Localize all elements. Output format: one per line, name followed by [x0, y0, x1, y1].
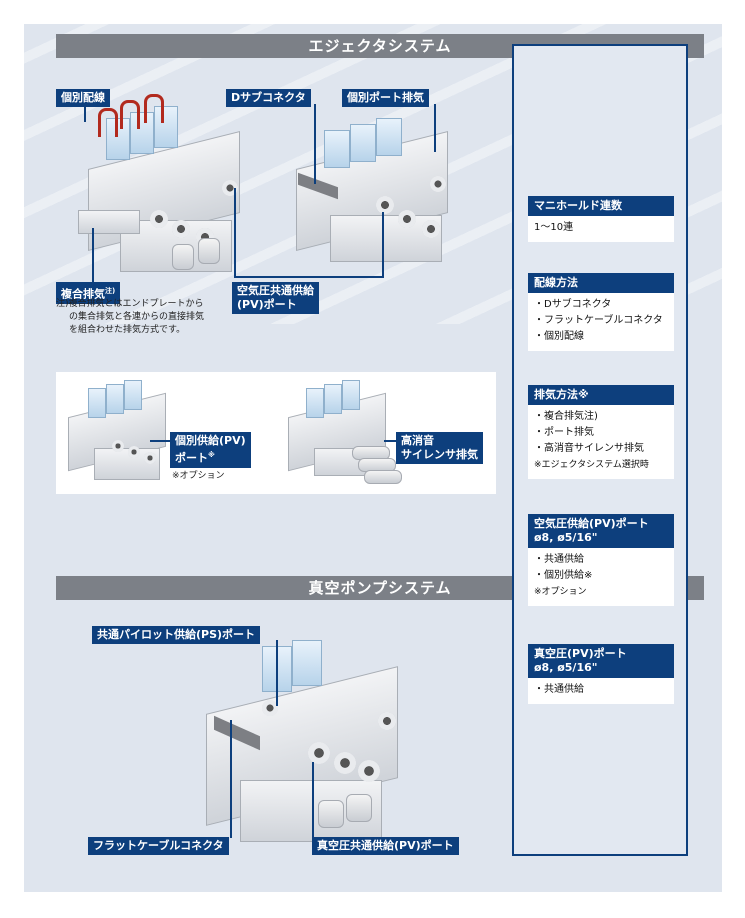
spec-body: ・共通供給 ・個別供給※ ※オプション — [528, 548, 674, 606]
label-individual-supply-line2-wrap: ポート※ — [175, 448, 246, 466]
leader-pilot-port — [276, 640, 278, 706]
spec-item: ・ポート排気 — [534, 427, 594, 438]
label-individual-supply-mark: ※ — [208, 451, 215, 459]
label-combined-exhaust-text: 複合排気 — [61, 287, 105, 301]
spec-item: ・個別配線 — [534, 331, 584, 342]
note-line2: の集合排気と各連からの直接排気 — [69, 312, 205, 322]
note-line1: 注)複合排気とはエンドプレートから — [56, 298, 256, 311]
spec-body: ・共通供給 — [528, 678, 674, 704]
leader-vacuum-supply — [312, 762, 314, 838]
label-supply-port-line2: (PV)ポート — [237, 298, 297, 311]
label-individual-supply: 個別供給(PV) ポート※ — [170, 432, 251, 468]
spec-item: ・共通供給 — [534, 684, 584, 695]
spec-head: 配線方法 — [528, 273, 674, 293]
combined-exhaust-note: 注)複合排気とはエンドプレートから の集合排気と各連からの直接排気 を組合わせた… — [56, 298, 256, 337]
spec-head-line1: 真空圧(PV)ポート — [534, 647, 627, 660]
spec-item: ・フラットケーブルコネクタ — [534, 315, 663, 326]
leader-silencer — [384, 440, 396, 442]
option-note: ※オプション — [172, 471, 225, 481]
leader-individual-wiring — [84, 104, 86, 122]
spec-note: ※エジェクタシステム選択時 — [534, 460, 649, 470]
label-pilot-port: 共通パイロット供給(PS)ポート — [92, 626, 261, 644]
spec-head-line2: ø8, ø5/16" — [534, 661, 598, 674]
label-individual-supply-line1: 個別供給(PV) — [175, 434, 246, 447]
note-prefix: 注) — [56, 299, 69, 309]
spec-head: 真空圧(PV)ポート ø8, ø5/16" — [528, 644, 674, 678]
label-combined-exhaust: 複合排気注) — [56, 282, 121, 304]
label-individual-port-exhaust: 個別ポート排気 — [342, 89, 429, 107]
leader-individual-supply — [150, 440, 170, 442]
note-text1: 複合排気とはエンドプレートから — [68, 299, 204, 309]
spec-wiring-method: 配線方法 ・Dサブコネクタ ・フラットケーブルコネクタ ・個別配線 — [528, 273, 674, 351]
spec-body: ・複合排気注) ・ポート排気 ・高消音サイレンサ排気 ※エジェクタシステム選択時 — [528, 405, 674, 479]
leader-supply-port-v2 — [382, 212, 384, 278]
label-combined-exhaust-mark: 注) — [105, 287, 116, 295]
spec-head: 空気圧供給(PV)ポート ø8, ø5/16" — [528, 514, 674, 548]
leader-combined-exhaust — [92, 228, 94, 282]
spec-exhaust-method: 排気方法※ ・複合排気注) ・ポート排気 ・高消音サイレンサ排気 ※エジェクタシ… — [528, 385, 674, 479]
spec-note: ※オプション — [534, 587, 587, 597]
leader-supply-port-h — [234, 276, 384, 278]
label-d-sub: Dサブコネクタ — [226, 89, 311, 107]
label-individual-wiring: 個別配線 — [56, 89, 110, 107]
spec-item: ・Dサブコネクタ — [534, 299, 612, 310]
spec-head-line2: ø8, ø5/16" — [534, 531, 598, 544]
note-line3: を組合わせた排気方式です。 — [69, 325, 186, 335]
label-supply-port: 空気圧共通供給 (PV)ポート — [232, 282, 319, 314]
label-silencer-line2: サイレンサ排気 — [401, 448, 478, 461]
label-silencer: 高消音 サイレンサ排気 — [396, 432, 483, 464]
spec-item: ・高消音サイレンサ排気 — [534, 443, 644, 454]
spec-item: 1〜10連 — [534, 222, 574, 233]
spec-head-line1: 空気圧供給(PV)ポート — [534, 517, 649, 530]
spec-manifold-stations: マニホールド連数 1〜10連 — [528, 196, 674, 242]
label-silencer-line1: 高消音 — [401, 434, 434, 447]
spec-air-supply-port: 空気圧供給(PV)ポート ø8, ø5/16" ・共通供給 ・個別供給※ ※オプ… — [528, 514, 674, 606]
leader-d-sub — [314, 104, 316, 184]
spec-item: ・個別供給※ — [534, 570, 593, 581]
label-flat-cable: フラットケーブルコネクタ — [88, 837, 229, 855]
spec-vacuum-port: 真空圧(PV)ポート ø8, ø5/16" ・共通供給 — [528, 644, 674, 704]
leader-individual-port — [434, 104, 436, 152]
leader-supply-port — [234, 188, 236, 276]
spec-item: ・共通供給 — [534, 554, 584, 565]
spec-head: マニホールド連数 — [528, 196, 674, 216]
leader-flat-cable — [230, 720, 232, 838]
spec-item: ・複合排気注) — [534, 411, 598, 422]
label-vacuum-supply: 真空圧共通供給(PV)ポート — [312, 837, 459, 855]
label-supply-port-line1: 空気圧共通供給 — [237, 284, 314, 297]
spec-body: 1〜10連 — [528, 216, 674, 242]
spec-head: 排気方法※ — [528, 385, 674, 405]
spec-body: ・Dサブコネクタ ・フラットケーブルコネクタ ・個別配線 — [528, 293, 674, 351]
label-individual-supply-line2: ポート — [175, 451, 208, 465]
